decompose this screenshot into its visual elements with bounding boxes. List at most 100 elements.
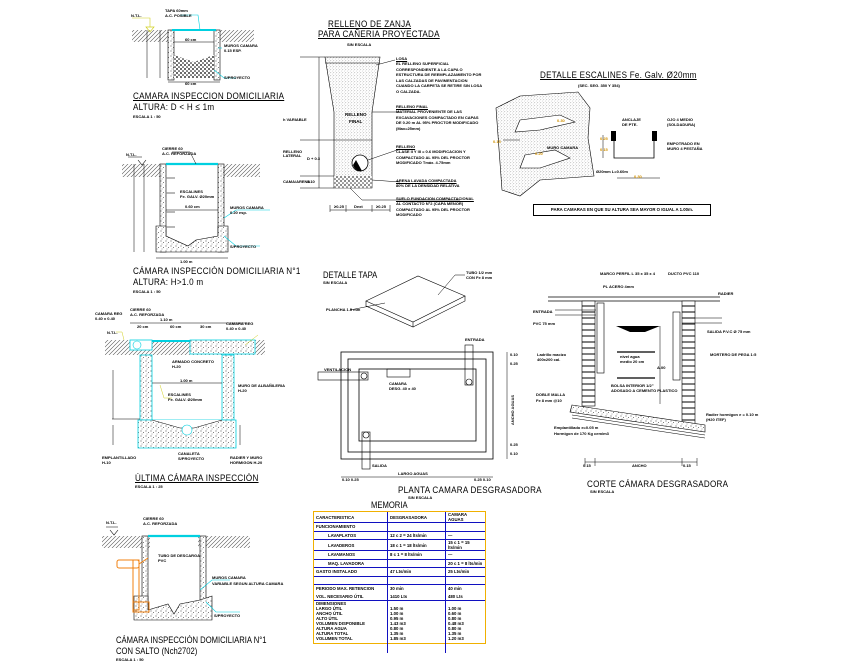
dim-label: DIMENSIONES — [316, 601, 347, 606]
memoria-cell-desgrasadora — [387, 522, 446, 532]
dim-value-desgrasadora: 1.50 m — [390, 606, 404, 611]
d-plus-label: D + 0.3 — [307, 156, 321, 161]
empotr-label-2: MURO 4 PESTAÑA — [667, 146, 703, 151]
largo-label: LARGO AGUAS — [398, 471, 428, 476]
bottom-dim-mid: Dext — [354, 204, 363, 209]
memoria-header-row: CARACTERISTICA DESGRASADORA CAMARA AGUAS — [314, 512, 485, 523]
ducto-label: DUCTO PVC 110 — [668, 271, 700, 276]
memoria-cell-desgrasadora: 30 min — [387, 584, 446, 593]
dim-c: 30 cm — [200, 324, 212, 329]
planta-drawing — [317, 344, 508, 478]
salida-label: SALIDA P.V.C Ø 75 mm — [707, 329, 751, 334]
section-title: ÚLTIMA CÁMARA INSPECCIÓN — [135, 473, 259, 484]
left-box-label-2: 0.40 x 0.40 — [95, 316, 116, 321]
muro-label: MUROS CAMARA — [224, 43, 258, 48]
memoria-cell-label: LAVAMANOS — [314, 550, 388, 560]
dim-value-desgrasadora: 1.35 m — [390, 631, 404, 636]
side-dim-4: 0.10 — [510, 451, 518, 456]
memoria-cell-camara — [445, 522, 485, 532]
entrada-label: ENTRADA — [533, 309, 553, 314]
dim-left: 0.15 — [583, 463, 591, 468]
pvc-label: PVC 75 mm — [533, 321, 556, 326]
fill-label-2: FINAL — [349, 119, 363, 124]
memoria-cell-label: LAVAPLATOS — [314, 531, 388, 540]
scale-label: ESCALA 1 : 50 — [133, 114, 161, 119]
dim-value-camara: 1.00 m — [448, 606, 462, 611]
dim-value-desgrasadora: 0.95 m — [390, 616, 404, 621]
section-title: RELLENO DE ZANJA — [328, 19, 412, 30]
bottom-dim-left: ≥0.25 — [334, 204, 344, 209]
h-variable-label: h VARIABLE — [283, 117, 307, 122]
right-box-label: CAMARA REG — [226, 321, 254, 326]
dim-value-desgrasadora: 0.80 m — [390, 626, 404, 631]
dim-value-desgrasadora: 1.43 m3 — [390, 621, 406, 626]
camara-n1-drawing — [122, 151, 270, 259]
height-note: ALTURA: D < H ≤ 1m — [133, 102, 215, 113]
radier-label: S/PROYECTO — [230, 244, 257, 249]
nivel-agua-label: nivel agua — [620, 354, 640, 359]
camara-label-2: DESG. 40 x 40 — [389, 386, 416, 391]
memoria-cell-desgrasadora: 47 Lts/min — [387, 567, 446, 577]
memoria-row — [314, 576, 485, 585]
dim-label: VOLUMEN TOTAL — [316, 636, 353, 641]
dim-bottom: 1.00 m — [180, 259, 193, 264]
section-title: DETALLE TAPA — [323, 270, 378, 280]
dim-value-camara: 0.60 m — [448, 611, 462, 616]
dim-value-camara: 1.35 m — [448, 631, 462, 636]
memoria-cell-camara: — — [445, 550, 485, 560]
memoria-cell-desgrasadora: 12 c 2 = 24 lts/min — [387, 531, 446, 540]
dim-a: 0.30 — [557, 118, 565, 123]
right-box-label-2: 0.40 x 0.40 — [226, 326, 247, 331]
dim-w: 0.30 — [634, 174, 642, 179]
dim-d: 0.25 — [600, 136, 608, 141]
ventilacion-label: VENTILACION — [324, 367, 352, 372]
dim-value-camara: 1.20 m3 — [448, 636, 464, 641]
ojo-label-2: (SOLDADURA) — [667, 122, 696, 127]
bolsa-label-2: ADOSADO A CEMENTO PLASTICO — [611, 388, 678, 393]
memoria-cell-camara: 40 min — [448, 586, 462, 592]
muro-label: MUROS CAMARA — [230, 205, 264, 210]
section-title-2: PARA CAÑERIA PROYECTADA — [318, 29, 440, 40]
marco-label: MARCO PERFIL L 35 x 35 x 4 — [600, 271, 655, 276]
scale-label: SIN ESCALA — [590, 489, 615, 494]
memoria-cell-label: GASTO INSTALADO — [314, 567, 388, 577]
radier-label: EMPLANTILLADO — [102, 455, 137, 460]
dim-label: ALTURA AGUA — [316, 626, 347, 631]
dim-value-desgrasadora: 1.85 m3 — [390, 636, 406, 641]
tapa-label-2: A.C. REFORZADA — [162, 151, 197, 156]
salto-label-2: PVC — [158, 558, 167, 563]
radier-label-2: (H20 ITEF) — [706, 417, 726, 422]
nivel-label: RADIER — [718, 291, 734, 296]
memoria-cell-label: FUNCIONAMIENTO — [314, 522, 388, 532]
tapa-label-2: A.C. REFORZADA — [143, 521, 178, 526]
memoria-title: MEMORIA — [371, 500, 408, 510]
dim-top: 60 cm — [185, 37, 197, 42]
mortero-label: MORTERO DE PEGA 1:5 — [710, 352, 757, 357]
dim-center: ANCHO — [632, 463, 647, 468]
dim-label: LARGO ÚTIL — [316, 606, 343, 611]
tirador-label-2: CON Fe 8 mm — [466, 275, 493, 280]
escalines-label: ESCALINES — [180, 189, 203, 194]
acero-label: PL ACERO 4mm — [603, 284, 634, 289]
section-subtitle: (SEC. SEG. 350 Y 354) — [578, 83, 620, 88]
memoria-cell-camara: 480 Lts — [445, 592, 485, 601]
nivel-agua-label-2: medio 20 cm — [620, 359, 645, 364]
muro-label-2: 0.15 ESP. — [224, 48, 242, 53]
radier-right-label: RADIER Y MURO — [230, 455, 263, 460]
muro-label: MUROS CAMARA — [212, 575, 246, 580]
memoria-cell-camara: 20 c 1 = 8 lts/min — [445, 559, 485, 568]
radier-right-label-2: HORMIGON H-20 — [230, 460, 263, 465]
header-col-2: DESGRASADORA — [387, 512, 446, 523]
scale-label: SIN ESCALA — [323, 280, 348, 285]
radier-label: S/PROYECTO — [214, 613, 241, 618]
dim-e: 0.15 — [600, 147, 608, 152]
tapa-label: CIERRE 60 — [143, 516, 164, 521]
doble-label-2: Fe 8 mm @10 — [536, 398, 562, 403]
estuco-label: ARMADO CONCRETO — [172, 359, 214, 364]
ntl-label: N.T.L. — [131, 13, 142, 18]
